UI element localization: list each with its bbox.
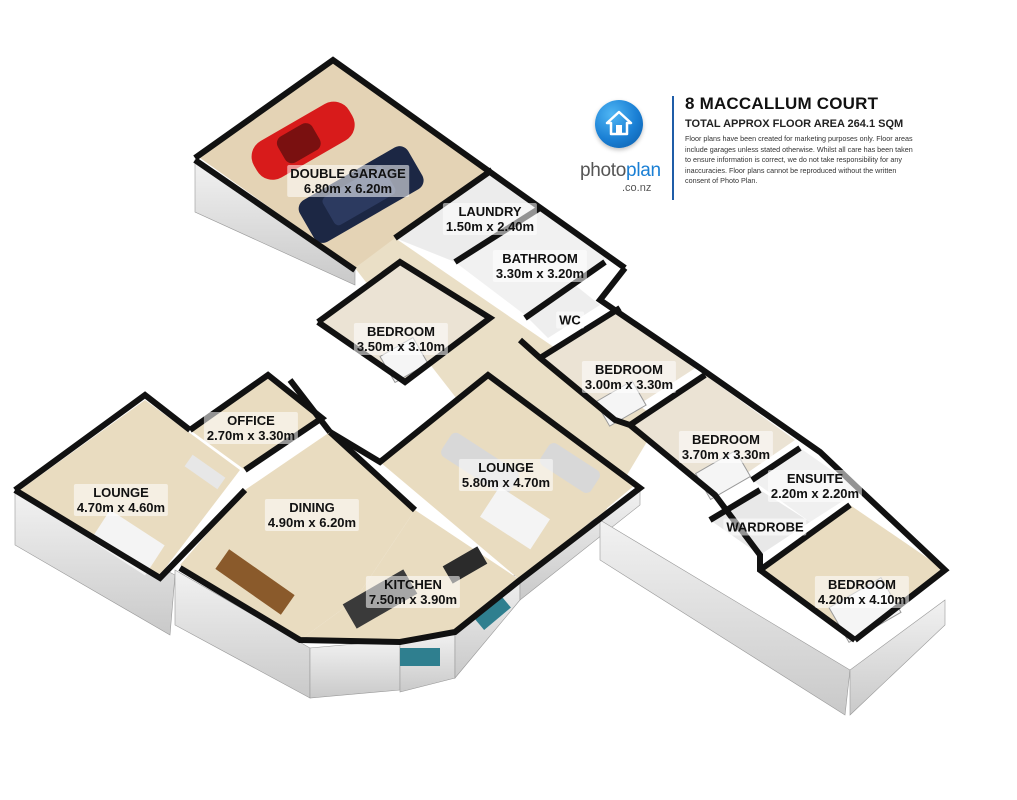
room-size: 3.30m x 3.20m: [495, 266, 585, 281]
room-name: LAUNDRY: [458, 204, 522, 219]
room-name: BEDROOM: [367, 324, 435, 339]
room-name: LOUNGE: [478, 460, 534, 475]
room-name: WARDROBE: [726, 519, 804, 535]
room-label-ensuite: ENSUITE 2.20m x 2.20m: [767, 470, 863, 502]
house-icon: [595, 100, 643, 148]
room-label-wc: WC: [556, 311, 584, 329]
room-name: BEDROOM: [692, 432, 760, 447]
room-name: BEDROOM: [828, 577, 896, 592]
room-label-bathroom: BATHROOM 3.30m x 3.20m: [492, 250, 588, 282]
room-label-bedroom2: BEDROOM 3.00m x 3.30m: [581, 361, 677, 393]
kitchen-appliance: [442, 546, 488, 584]
room-label-kitchen: KITCHEN 7.50m x 3.90m: [365, 576, 461, 608]
photoplan-logo: photoplan .co.nz: [580, 100, 661, 200]
title-block: 8 MACCALLUM COURT TOTAL APPROX FLOOR ARE…: [685, 94, 915, 187]
room-label-bedroom4: BEDROOM 4.20m x 4.10m: [814, 576, 910, 608]
room-label-laundry: LAUNDRY 1.50m x 2.40m: [442, 203, 538, 235]
room-size: 3.50m x 3.10m: [356, 339, 446, 354]
room-size: 1.50m x 2.40m: [445, 219, 535, 234]
room-name: ENSUITE: [786, 471, 844, 486]
room-name: KITCHEN: [384, 577, 442, 592]
rug-lounge1: [90, 509, 165, 576]
room-name: WC: [559, 312, 581, 328]
room-size: 5.80m x 4.70m: [461, 475, 551, 490]
room-label-office: OFFICE 2.70m x 3.30m: [203, 412, 299, 444]
property-title: 8 MACCALLUM COURT: [685, 94, 879, 113]
room-label-dining: DINING 4.90m x 6.20m: [264, 499, 360, 531]
room-size: 2.70m x 3.30m: [206, 428, 296, 443]
exterior-walls: [14, 159, 946, 716]
room-label-bedroom1: BEDROOM 3.50m x 3.10m: [353, 323, 449, 355]
tv-unit: [184, 454, 226, 490]
room-label-wardrobe: WARDROBE: [723, 518, 807, 536]
disclaimer-text: Floor plans have been created for market…: [685, 134, 913, 186]
room-name: BEDROOM: [595, 362, 663, 377]
room-size: 4.70m x 4.60m: [76, 500, 166, 515]
room-label-lounge1: LOUNGE 4.70m x 4.60m: [73, 484, 169, 516]
logo-word-plan: plan: [626, 160, 661, 181]
room-label-garage: DOUBLE GARAGE 6.80m x 6.20m: [287, 165, 409, 197]
room-name: LOUNGE: [93, 485, 149, 500]
room-name: BATHROOM: [502, 251, 578, 266]
room-size: 4.90m x 6.20m: [267, 515, 357, 530]
logo-word-photo: photo: [580, 160, 627, 181]
room-label-bedroom3: BEDROOM 3.70m x 3.30m: [678, 431, 774, 463]
room-name: OFFICE: [227, 413, 275, 428]
room-size: 4.20m x 4.10m: [817, 592, 907, 607]
red-car: [251, 101, 355, 180]
logo-wordmark: photoplan: [580, 160, 664, 182]
walls: [13, 56, 950, 646]
sofa-lounge2b: [540, 443, 600, 493]
room-size: 7.50m x 3.90m: [368, 592, 458, 607]
dining-table: [215, 549, 295, 615]
room-size: 2.20m x 2.20m: [770, 486, 860, 501]
room-size: 6.80m x 6.20m: [303, 181, 393, 196]
floor-area: TOTAL APPROX FLOOR AREA 264.1 SQM: [685, 118, 904, 130]
room-size: 3.70m x 3.30m: [681, 447, 771, 462]
room-label-lounge2: LOUNGE 5.80m x 4.70m: [458, 459, 554, 491]
room-name: DINING: [289, 500, 335, 515]
room-size: 3.00m x 3.30m: [584, 377, 674, 392]
window-kitchen2: [473, 595, 511, 631]
dining-floor: [180, 432, 415, 640]
window-kitchen: [400, 648, 440, 666]
rug-lounge2: [480, 486, 550, 550]
room-name: DOUBLE GARAGE: [290, 166, 406, 181]
logo-domain: .co.nz: [622, 182, 652, 194]
header-divider: [672, 96, 674, 200]
